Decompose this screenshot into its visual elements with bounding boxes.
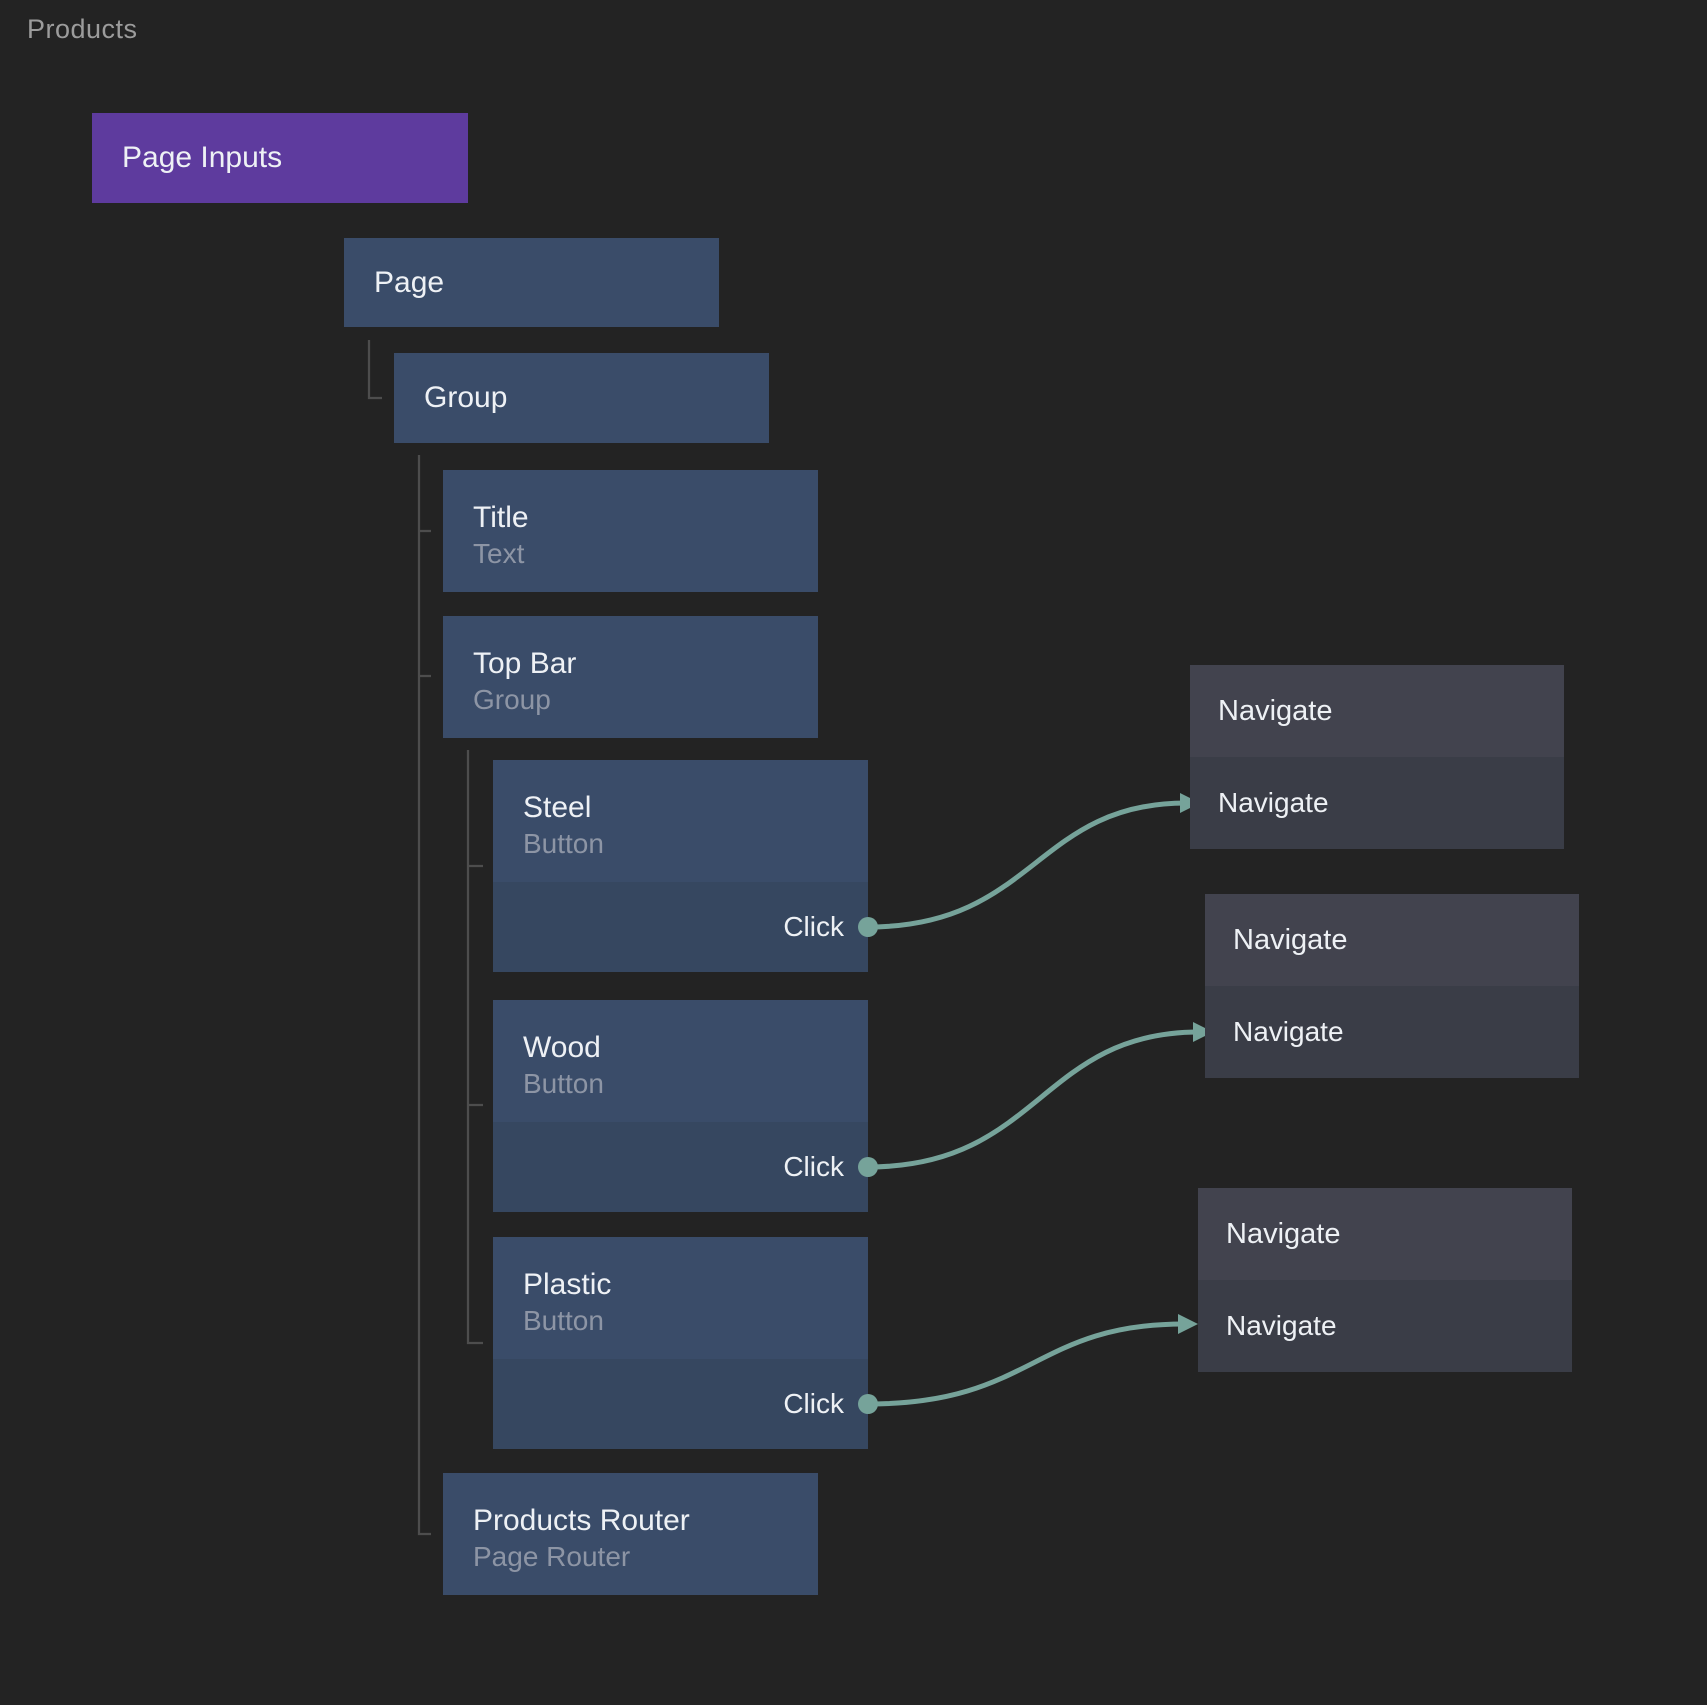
action-label: Navigate bbox=[1226, 1310, 1337, 1341]
node-label: Plastic bbox=[523, 1267, 612, 1301]
tree-line-page-group bbox=[367, 340, 382, 400]
node-navigate-1[interactable]: Navigate Navigate bbox=[1190, 665, 1564, 849]
node-label: Title bbox=[473, 500, 529, 534]
node-type-label: Group bbox=[473, 683, 551, 715]
navigate-action-row[interactable]: Navigate bbox=[1190, 757, 1564, 849]
node-label: Page Inputs bbox=[122, 141, 283, 174]
node-type-label: Button bbox=[523, 1304, 604, 1336]
port-label: Click bbox=[783, 1388, 844, 1419]
node-label: Top Bar bbox=[473, 646, 577, 680]
node-label: Navigate bbox=[1233, 923, 1348, 956]
edge-steel-click-navigate[interactable] bbox=[867, 800, 1187, 930]
node-label: Navigate bbox=[1226, 1217, 1341, 1250]
node-top-bar[interactable]: Top Bar Group bbox=[443, 616, 818, 738]
navigate-node-header: Navigate bbox=[1198, 1188, 1572, 1280]
port-label: Click bbox=[783, 911, 844, 942]
click-port-dot[interactable] bbox=[858, 1394, 878, 1414]
node-type-label: Button bbox=[523, 827, 604, 859]
node-label: Products Router bbox=[473, 1503, 690, 1537]
node-products-router[interactable]: Products Router Page Router bbox=[443, 1473, 818, 1595]
node-type-label: Button bbox=[523, 1067, 604, 1099]
navigate-action-row[interactable]: Navigate bbox=[1205, 986, 1579, 1078]
click-event-port[interactable]: Click bbox=[493, 882, 878, 972]
navigate-action-row[interactable]: Navigate bbox=[1198, 1280, 1572, 1372]
navigate-node-header: Navigate bbox=[1190, 665, 1564, 757]
node-label: Steel bbox=[523, 790, 592, 824]
page-title: Products bbox=[27, 14, 138, 44]
navigate-node-header: Navigate bbox=[1205, 894, 1579, 986]
node-navigate-2[interactable]: Navigate Navigate bbox=[1205, 894, 1579, 1078]
edge-wood-click-navigate[interactable] bbox=[867, 1029, 1200, 1170]
click-port-dot[interactable] bbox=[858, 1157, 878, 1177]
node-type-label: Text bbox=[473, 537, 525, 569]
tree-line-group-children bbox=[417, 455, 431, 1536]
node-label: Navigate bbox=[1218, 694, 1333, 727]
node-page[interactable]: Page bbox=[344, 238, 719, 327]
action-label: Navigate bbox=[1233, 1016, 1344, 1047]
node-plastic[interactable]: Plastic Button Click bbox=[493, 1237, 878, 1449]
action-label: Navigate bbox=[1218, 787, 1329, 818]
node-type-label: Page Router bbox=[473, 1540, 631, 1572]
node-label: Group bbox=[424, 381, 508, 414]
node-page-inputs[interactable]: Page Inputs bbox=[92, 113, 468, 203]
tree-line-topbar-children bbox=[466, 750, 483, 1345]
node-title-text[interactable]: Title Text bbox=[443, 470, 818, 592]
node-label: Wood bbox=[523, 1030, 601, 1064]
node-label: Page bbox=[374, 265, 445, 299]
click-event-port[interactable]: Click bbox=[493, 1122, 878, 1212]
node-steel[interactable]: Steel Button Click bbox=[493, 760, 878, 972]
edge-plastic-click-navigate[interactable] bbox=[867, 1321, 1185, 1407]
click-event-port[interactable]: Click bbox=[493, 1359, 878, 1449]
port-label: Click bbox=[783, 1151, 844, 1182]
node-navigate-3[interactable]: Navigate Navigate bbox=[1198, 1188, 1572, 1372]
click-port-dot[interactable] bbox=[858, 917, 878, 937]
node-group[interactable]: Group bbox=[394, 353, 769, 443]
arrowhead-icon bbox=[1178, 1314, 1198, 1334]
node-wood[interactable]: Wood Button Click bbox=[493, 1000, 878, 1212]
